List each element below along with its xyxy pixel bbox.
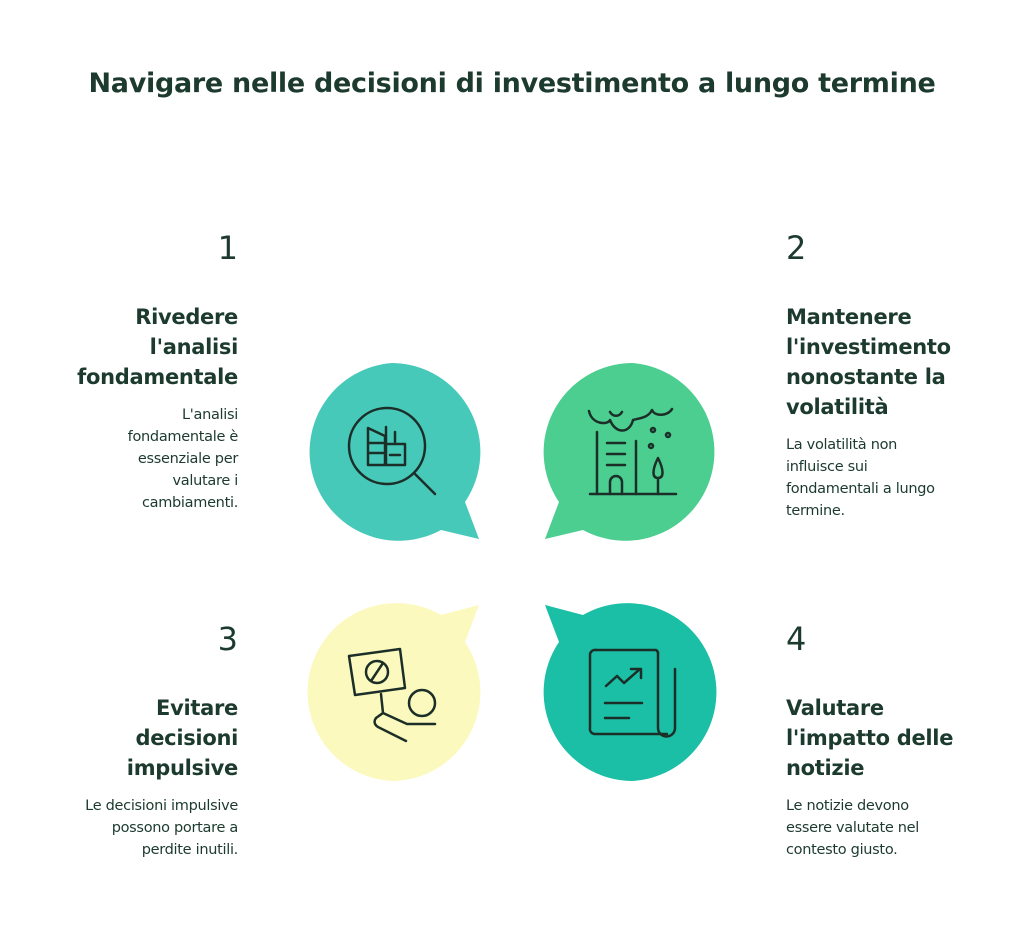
step-heading: Valutare l'impatto delle notizie [786, 696, 954, 780]
step-description: La volatilità non influisce sui fondamen… [786, 437, 935, 519]
step-3: 3 Evitare decisioni impulsive Le decisio… [38, 621, 238, 861]
bubble-2 [543, 363, 715, 541]
step-heading: Rivedere l'analisi fondamentale [77, 305, 238, 389]
step-2: 2 Mantenere l'investimento nonostante la… [786, 230, 996, 522]
step-number: 1 [217, 229, 238, 267]
step-heading: Mantenere l'investimento nonostante la v… [786, 305, 951, 419]
building-storm-icon [587, 407, 678, 496]
step-1: 1 Rivedere l'analisi fondamentale L'anal… [38, 230, 238, 514]
step-description: Le decisioni impulsive possono portare a… [85, 798, 238, 858]
bubble-3 [307, 603, 481, 781]
step-number: 4 [786, 620, 807, 658]
step-heading: Evitare decisioni impulsive [126, 696, 239, 780]
step-number: 3 [217, 620, 238, 658]
step-description: L'analisi fondamentale è essenziale per … [127, 407, 239, 511]
step-4: 4 Valutare l'impatto delle notizie Le no… [786, 621, 996, 861]
step-number: 2 [786, 229, 807, 267]
bubble-1 [309, 363, 481, 541]
page-title: Navigare nelle decisioni di investimento… [88, 68, 936, 99]
step-description: Le notizie devono essere valutate nel co… [786, 798, 920, 858]
newspaper-chart-icon [588, 648, 677, 738]
magnifier-buildings-icon [347, 406, 437, 496]
bubble-4 [543, 603, 717, 781]
protest-sign-icon [347, 647, 437, 743]
